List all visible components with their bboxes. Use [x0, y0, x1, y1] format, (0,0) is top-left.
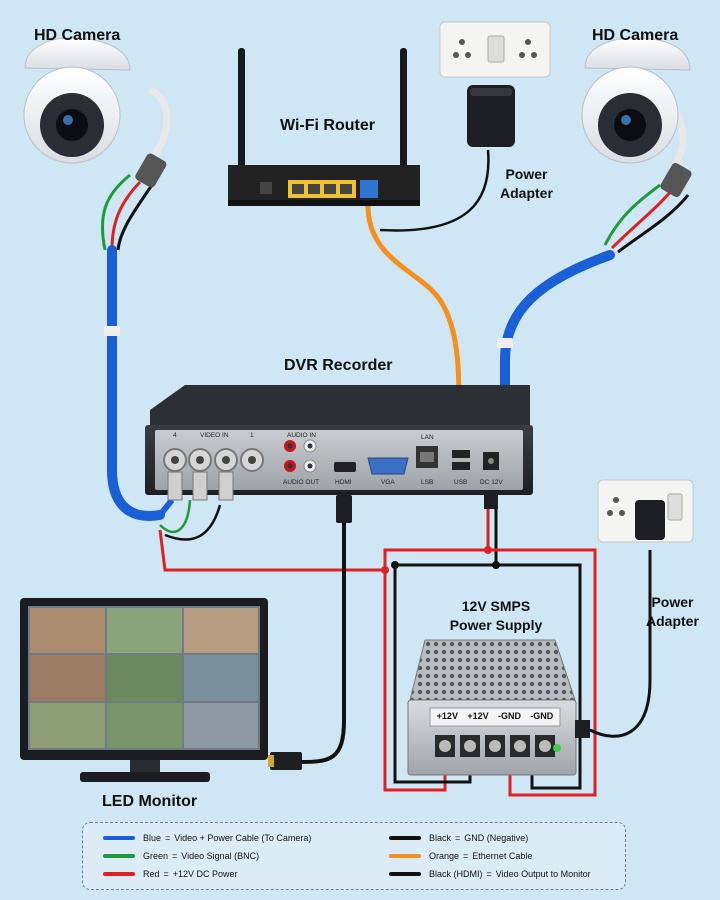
video-in-label: VIDEO IN — [200, 432, 229, 439]
legend-equals: = — [486, 869, 492, 879]
legend-equals: = — [172, 851, 178, 861]
router-label: Wi-Fi Router — [280, 117, 375, 134]
monitor-icon — [20, 598, 268, 782]
terminal-screws — [435, 735, 561, 757]
camera-grid — [30, 608, 258, 748]
legend-swatch — [103, 854, 135, 858]
dome-camera-icon — [23, 37, 167, 188]
terminal-label: -GND — [530, 711, 554, 721]
bnc-connectors — [163, 448, 264, 501]
legend-name: Black (HDMI) — [429, 869, 483, 879]
audio-out-label: AUDIO OUT — [283, 479, 320, 486]
legend-equals: = — [455, 833, 461, 843]
power-adapter-icon — [467, 85, 515, 147]
hdmi-plug-icon — [336, 495, 352, 523]
wall-socket-icon — [439, 21, 551, 78]
vga-port-label: VGA — [381, 479, 395, 486]
hdmi-plug-icon — [268, 752, 302, 770]
dc-port-label: DC 12V — [480, 479, 503, 486]
audio-in-label: AUDIO IN — [287, 432, 316, 439]
legend-item-black: Black = GND (Negative) — [389, 831, 528, 845]
power-adapter-top-line2: Adapter — [500, 185, 553, 201]
legend-name: Red — [143, 869, 160, 879]
terminal-label: +12V — [467, 711, 489, 721]
legend: Blue = Video + Power Cable (To Camera) G… — [82, 822, 626, 890]
video-num-1: 4 — [173, 432, 177, 439]
legend-equals: = — [163, 869, 169, 879]
hdmi-port-label: HDMI — [335, 479, 352, 486]
power-adapter-right-line2: Adapter — [646, 613, 699, 629]
monitor-label: LED Monitor — [102, 793, 198, 810]
legend-item-red: Red = +12V DC Power — [103, 867, 238, 881]
legend-swatch — [389, 872, 421, 876]
legend-swatch — [103, 836, 135, 840]
legend-desc: +12V DC Power — [172, 869, 238, 879]
wall-socket-icon — [597, 479, 694, 543]
terminal-label: -GND — [497, 711, 521, 721]
legend-item-blue: Blue = Video + Power Cable (To Camera) — [103, 831, 311, 845]
legend-desc: Video Output to Monitor — [495, 869, 591, 879]
smps-label-line2: Power Supply — [449, 617, 543, 633]
power-adapter-top-label: Power Adapter — [500, 165, 553, 203]
legend-name: Blue — [143, 833, 162, 843]
power-adapter-top-line1: Power — [505, 166, 548, 182]
legend-desc: Ethernet Cable — [472, 851, 533, 861]
legend-name: Black — [429, 833, 452, 843]
wiring-layer — [101, 86, 690, 797]
legend-equals: = — [165, 833, 171, 843]
legend-desc: GND (Negative) — [464, 833, 529, 843]
dc-plug-icon — [484, 495, 498, 509]
video-num-4: 1 — [250, 432, 254, 439]
dvr-label: DVR Recorder — [284, 357, 393, 374]
legend-item-orange: Orange = Ethernet Cable — [389, 849, 532, 863]
legend-swatch — [389, 854, 421, 858]
legend-name: Green — [143, 851, 169, 861]
power-adapter-right-label: Power Adapter — [646, 593, 699, 631]
dvr-icon — [145, 385, 533, 501]
legend-swatch — [389, 836, 421, 840]
lsb-port-label: LSB — [421, 479, 434, 486]
smps-icon — [407, 639, 590, 776]
legend-desc: Video + Power Cable (To Camera) — [174, 833, 312, 843]
legend-name: Orange — [429, 851, 460, 861]
legend-item-green: Green = Video Signal (BNC) — [103, 849, 259, 863]
smps-label: 12V SMPS Power Supply — [449, 597, 543, 635]
power-adapter-right-line1: Power — [651, 594, 694, 610]
smps-terminal-labels: +12V +12V -GND -GND — [432, 711, 558, 721]
router-icon — [228, 48, 420, 206]
smps-label-line1: 12V SMPS — [461, 598, 531, 614]
legend-desc: Video Signal (BNC) — [181, 851, 260, 861]
legend-swatch — [103, 872, 135, 876]
camera-left-label: HD Camera — [34, 27, 121, 44]
camera-right-label: HD Camera — [592, 27, 679, 44]
dome-camera-icon — [581, 37, 692, 198]
terminal-label: +12V — [436, 711, 458, 721]
legend-equals: = — [463, 851, 469, 861]
usb-port-label: USB — [454, 479, 468, 486]
lan-port-label: LAN — [421, 434, 434, 441]
legend-item-black-hdmi: Black (HDMI) = Video Output to Monitor — [389, 867, 591, 881]
